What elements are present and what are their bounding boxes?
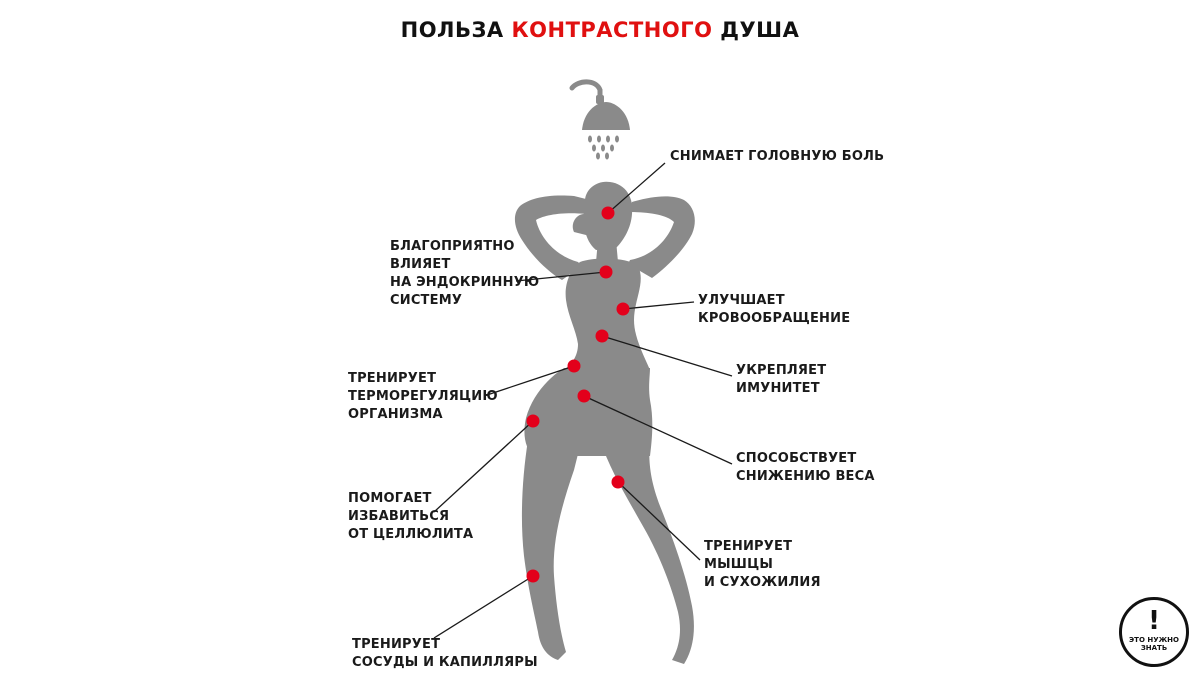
exclamation-icon: !	[1148, 606, 1160, 636]
point-circulation	[616, 302, 630, 316]
logo-badge: ! ЭТО НУЖНО ЗНАТЬ	[1119, 597, 1189, 667]
connector-thermo	[483, 365, 575, 397]
title-accent: КОНТРАСТНОГО	[511, 18, 713, 42]
connector-immunity	[601, 335, 733, 377]
point-muscles	[611, 475, 625, 489]
page-title: ПОЛЬЗА КОНТРАСТНОГО ДУША	[0, 18, 1200, 42]
label-muscles: ТРЕНИРУЕТ МЫШЦЫ И СУХОЖИЛИЯ	[704, 539, 821, 590]
point-endocrine	[599, 265, 613, 279]
connector-circulation	[622, 301, 695, 310]
point-cellulite	[526, 414, 540, 428]
connector-lines	[433, 162, 733, 639]
shower-head-icon	[569, 79, 630, 160]
woman-silhouette	[514, 181, 695, 664]
label-endocrine: БЛАГОПРИЯТНО ВЛИЯЕТ НА ЭНДОКРИННУЮ СИСТЕ…	[390, 239, 540, 308]
label-cellulite: ПОМОГАЕТ ИЗБАВИТЬСЯ ОТ ЦЕЛЛЮЛИТА	[348, 491, 474, 542]
point-headache	[601, 206, 615, 220]
point-thermo	[567, 359, 581, 373]
label-weight: СПОСОБСТВУЕТ СНИЖЕНИЮ ВЕСА	[736, 451, 875, 484]
label-immunity: УКРЕПЛЯЕТ ИМУНИТЕТ	[736, 363, 827, 396]
benefit-points	[526, 206, 630, 583]
title-part-2: ДУША	[712, 18, 800, 42]
label-circulation: УЛУЧШАЕТ КРОВООБРАЩЕНИЕ	[698, 293, 851, 326]
point-vessels	[526, 569, 540, 583]
connector-cellulite	[433, 420, 534, 513]
connector-weight	[583, 395, 733, 465]
point-weight	[577, 389, 591, 403]
connector-muscles	[617, 481, 701, 561]
label-thermo: ТРЕНИРУЕТ ТЕРМОРЕГУЛЯЦИЮ ОРГАНИЗМА	[348, 371, 498, 422]
connector-headache	[607, 162, 666, 214]
label-vessels: ТРЕНИРУЕТ СОСУДЫ И КАПИЛЛЯРЫ	[352, 637, 538, 670]
badge-text: ЭТО НУЖНО ЗНАТЬ	[1129, 636, 1179, 652]
connector-vessels	[433, 575, 534, 639]
title-part-1: ПОЛЬЗА	[400, 18, 512, 42]
label-headache: СНИМАЕТ ГОЛОВНУЮ БОЛЬ	[670, 149, 885, 164]
point-immunity	[595, 329, 609, 343]
connector-endocrine	[515, 271, 607, 282]
